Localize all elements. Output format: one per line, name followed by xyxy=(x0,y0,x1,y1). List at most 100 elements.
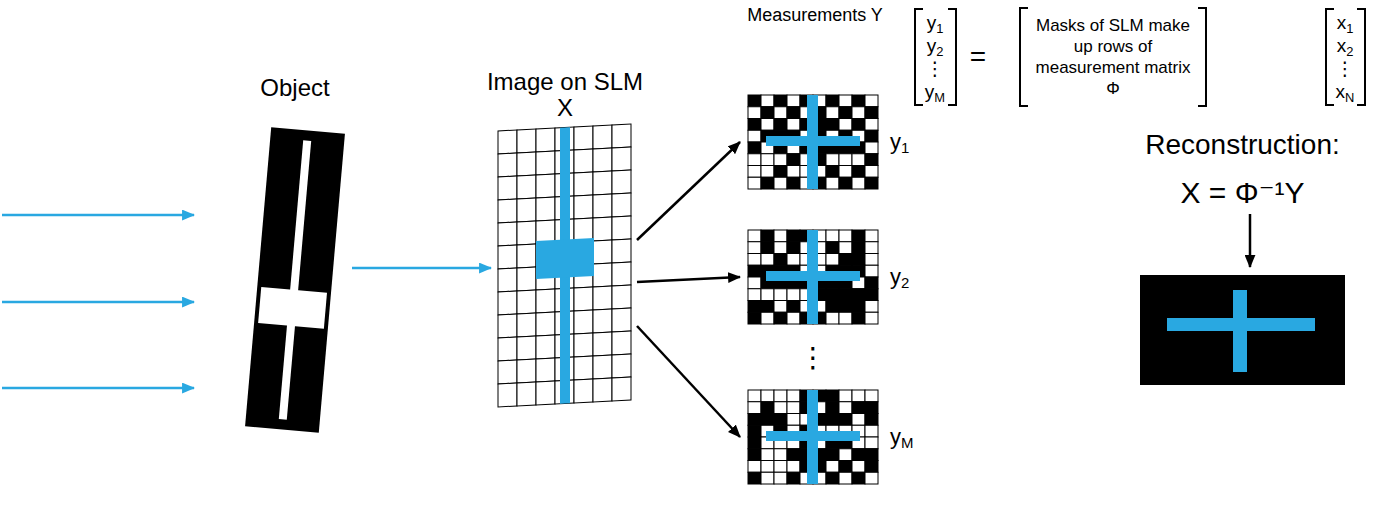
mask-pixel xyxy=(787,461,800,473)
symbol: y xyxy=(890,129,901,154)
slm-pixel xyxy=(498,291,517,315)
mask-pixel xyxy=(826,230,839,242)
mask-pixel xyxy=(865,449,878,461)
slm-pixel xyxy=(593,148,612,172)
right-bracket xyxy=(948,9,956,105)
slm-pixel xyxy=(517,336,536,360)
mask-pixel xyxy=(839,154,852,166)
group-title: Measurements Y xyxy=(747,6,883,26)
slm-pixel xyxy=(536,335,555,359)
slm-pixel xyxy=(517,267,536,291)
mask-pattern: y2 xyxy=(748,230,878,324)
mask-pixel xyxy=(761,154,774,166)
symbol: y xyxy=(890,424,901,449)
vector-entry: x1 xyxy=(1337,11,1354,34)
left-bracket xyxy=(1020,8,1028,106)
mask-pixel xyxy=(774,449,787,461)
mask-pixel xyxy=(865,119,878,131)
slm-pixel xyxy=(612,170,631,194)
mask-pixel xyxy=(761,289,774,301)
mask-pattern-svg xyxy=(748,390,878,484)
light-arrow xyxy=(352,267,491,270)
mask-pixel xyxy=(839,461,852,473)
mask-pixel xyxy=(852,107,865,119)
mask-pixel xyxy=(748,130,761,142)
mask-pixel xyxy=(852,119,865,131)
slm-pixel xyxy=(517,129,536,153)
mask-pixel xyxy=(865,402,878,414)
object-slide-svg xyxy=(240,130,350,430)
ellipsis: ⋮ xyxy=(799,343,827,374)
mask-pixel xyxy=(839,119,852,131)
mask-pixel xyxy=(852,414,865,426)
symbol: y xyxy=(925,81,935,102)
slm-pixel xyxy=(536,151,555,175)
mask-pixel xyxy=(865,130,878,142)
right-bracket xyxy=(1357,9,1365,105)
mask-pixel xyxy=(748,414,761,426)
mask-pixel xyxy=(839,242,852,254)
mask-pixel xyxy=(839,254,852,266)
slm-pixel xyxy=(574,287,593,311)
image-bar xyxy=(766,431,860,441)
reconstruction-label: Reconstruction: xyxy=(1145,128,1340,162)
mask-pixel xyxy=(826,449,839,461)
mask-pixel xyxy=(865,461,878,473)
symbol: y xyxy=(927,12,937,33)
slm-pixel xyxy=(536,289,555,313)
slm-pixel xyxy=(593,171,612,195)
mask-pixel xyxy=(852,449,865,461)
mask-pixel xyxy=(748,119,761,131)
mask-pattern: yM xyxy=(748,390,878,484)
mask-pixel xyxy=(748,472,761,484)
left-bracket xyxy=(915,9,923,105)
mask-pixel xyxy=(826,461,839,473)
reconstructed-image-svg xyxy=(1140,275,1345,385)
mask-pixel xyxy=(774,230,787,242)
mask-pixel xyxy=(852,312,865,324)
vector-entry: yM xyxy=(925,80,945,103)
mask-pixel xyxy=(826,390,839,402)
mask-pixel xyxy=(865,265,878,277)
mask-pixel xyxy=(748,289,761,301)
mask-pixel xyxy=(748,437,761,449)
mask-pixel xyxy=(774,289,787,301)
mask-pixel xyxy=(761,472,774,484)
mask-pixel xyxy=(865,289,878,301)
slm-pixel xyxy=(517,198,536,222)
slm-pixel xyxy=(574,126,593,150)
slm-pixel xyxy=(517,359,536,383)
signal-vector: x1x2⋮xN xyxy=(1325,8,1366,106)
mask-pixel xyxy=(826,95,839,107)
mask-pixel xyxy=(826,107,839,119)
slm-pixel xyxy=(517,175,536,199)
matrix-content: Masks of SLM make up rows of measurement… xyxy=(1019,7,1207,107)
slit xyxy=(258,287,327,329)
mask-pixel xyxy=(787,289,800,301)
slm-pixel xyxy=(574,172,593,196)
mask-pixel xyxy=(761,312,774,324)
mask-pixel xyxy=(839,449,852,461)
mask-pixel xyxy=(761,390,774,402)
vector-entry: y2 xyxy=(927,34,944,57)
slm-pixel xyxy=(574,310,593,334)
slm-pixel xyxy=(574,195,593,219)
mask-pixel xyxy=(787,107,800,119)
slm-pixel xyxy=(517,221,536,245)
projection-arrow xyxy=(637,326,740,437)
slm-pixel xyxy=(593,125,612,149)
mask-pixel xyxy=(826,414,839,426)
mask-pixel xyxy=(761,449,774,461)
slm-pixel xyxy=(517,152,536,176)
slm-pixel xyxy=(612,354,631,378)
mask-pixel xyxy=(748,95,761,107)
slm-pixel xyxy=(517,313,536,337)
matrix-content: y1y2⋮yM xyxy=(914,8,957,106)
vector-entry: x2 xyxy=(1337,34,1354,57)
mask-pixel xyxy=(826,289,839,301)
slm-pixel xyxy=(498,245,517,269)
object-label: Object xyxy=(260,74,329,102)
mask-pixel xyxy=(774,472,787,484)
symbol: y xyxy=(890,264,901,289)
